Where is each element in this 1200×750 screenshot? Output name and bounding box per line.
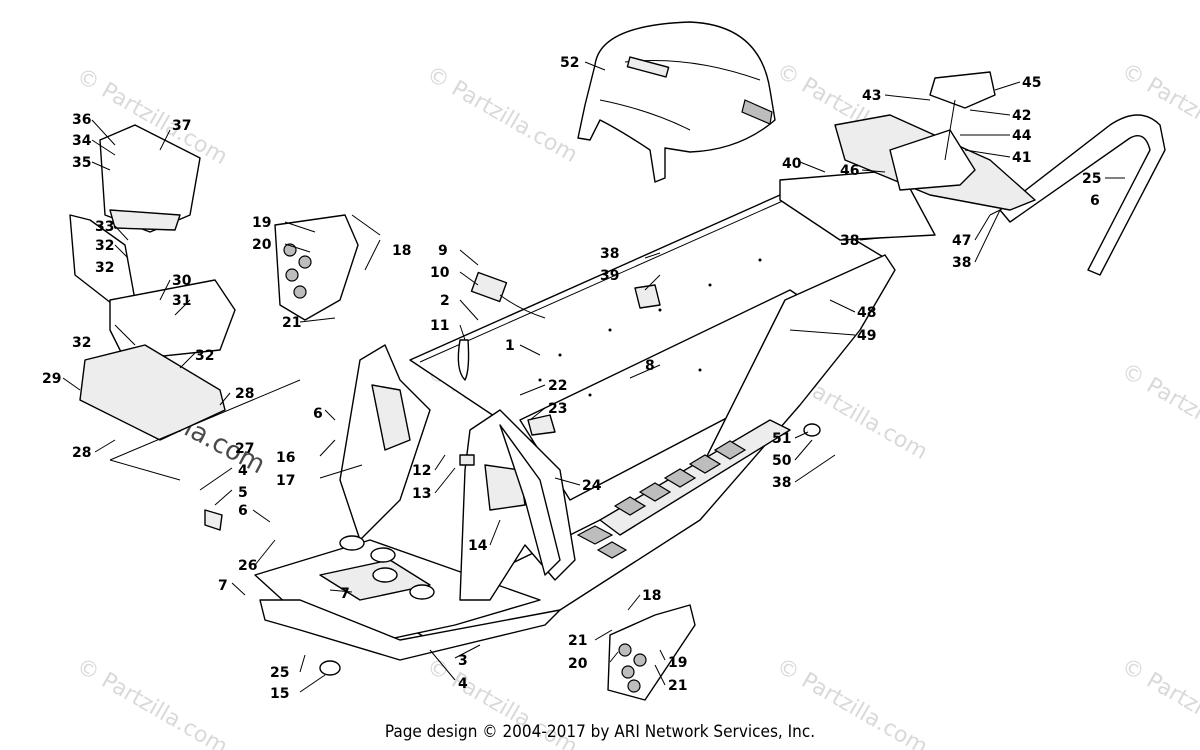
callout-49: 49 <box>857 328 876 344</box>
callout-42: 42 <box>1012 108 1031 124</box>
callout-40: 40 <box>782 156 802 172</box>
callout-51: 51 <box>772 431 791 447</box>
callout-11: 11 <box>430 318 449 334</box>
wire-harness-part-10 <box>470 271 546 319</box>
callout-46: 46 <box>840 163 859 179</box>
callout-1: 1 <box>505 338 515 354</box>
callout-32: 32 <box>195 348 214 364</box>
callout-50: 50 <box>772 453 792 469</box>
callout-21: 21 <box>668 678 687 694</box>
seat-back-part-52 <box>577 21 776 183</box>
chassis-tunnel-part-1 <box>254 194 896 661</box>
callout-29: 29 <box>42 371 61 387</box>
callout-47: 47 <box>952 233 971 249</box>
callout-32: 32 <box>95 260 114 276</box>
callout-12: 12 <box>412 463 431 479</box>
callout-4: 4 <box>238 463 248 479</box>
watermark: © Partzilla.com <box>1117 359 1200 466</box>
callout-28: 28 <box>72 445 91 461</box>
callout-36: 36 <box>72 112 91 128</box>
rivets <box>538 258 762 397</box>
callout-25: 25 <box>270 665 289 681</box>
callout-6: 6 <box>238 503 248 519</box>
callout-labels: 52 45 43 42 44 41 40 46 25 6 38 47 38 38… <box>42 55 1101 702</box>
callout-4: 4 <box>458 676 468 692</box>
callout-45: 45 <box>1022 75 1041 91</box>
callout-20: 20 <box>568 656 588 672</box>
callout-20: 20 <box>252 237 272 253</box>
callout-24: 24 <box>582 478 602 494</box>
callout-7: 7 <box>218 578 228 594</box>
callout-33: 33 <box>95 219 114 235</box>
side-vent-panel-lower <box>607 604 696 701</box>
callout-38: 38 <box>772 475 791 491</box>
callout-6: 6 <box>1090 193 1100 209</box>
side-panel-vents <box>576 440 747 559</box>
side-vent-panel-upper <box>274 214 359 321</box>
callout-41: 41 <box>1012 150 1031 166</box>
callout-10: 10 <box>430 265 450 281</box>
callout-38: 38 <box>952 255 971 271</box>
callout-28: 28 <box>235 386 254 402</box>
callout-31: 31 <box>172 293 191 309</box>
callout-14: 14 <box>468 538 488 554</box>
leader-lines <box>62 61 1125 693</box>
callout-37: 37 <box>172 118 191 134</box>
callout-8: 8 <box>645 358 655 374</box>
callout-48: 48 <box>857 305 876 321</box>
callout-39: 39 <box>600 268 619 284</box>
callout-21: 21 <box>282 315 301 331</box>
callout-25: 25 <box>1082 171 1101 187</box>
callout-13: 13 <box>412 486 431 502</box>
callout-2: 2 <box>440 293 450 309</box>
callout-44: 44 <box>1012 128 1032 144</box>
callout-6: 6 <box>313 406 323 422</box>
front-left-covers <box>69 124 301 481</box>
callout-43: 43 <box>862 88 881 104</box>
callout-34: 34 <box>72 133 92 149</box>
callout-16: 16 <box>276 450 295 466</box>
callout-17: 17 <box>276 473 295 489</box>
callout-21: 21 <box>568 633 587 649</box>
rear-flap-assembly <box>779 71 1036 241</box>
callout-52: 52 <box>560 55 579 71</box>
callout-22: 22 <box>548 378 567 394</box>
rear-grab-bar-part-47 <box>989 114 1166 276</box>
callout-3: 3 <box>458 653 468 669</box>
small-hardware <box>204 284 821 676</box>
watermark: © Partzilla.com <box>422 62 582 169</box>
callout-19: 19 <box>668 655 687 671</box>
callout-9: 9 <box>438 243 448 259</box>
callout-35: 35 <box>72 155 91 171</box>
callout-18: 18 <box>392 243 411 259</box>
callout-18: 18 <box>642 588 661 604</box>
callout-27: 27 <box>235 441 254 457</box>
callout-7: 7 <box>340 586 350 602</box>
callout-32: 32 <box>95 238 114 254</box>
copyright-footer: Page design © 2004-2017 by ARI Network S… <box>384 722 816 742</box>
callout-23: 23 <box>548 401 567 417</box>
callout-15: 15 <box>270 686 289 702</box>
callout-5: 5 <box>238 485 248 501</box>
callout-26: 26 <box>238 558 257 574</box>
callout-32: 32 <box>72 335 91 351</box>
callout-19: 19 <box>252 215 271 231</box>
callout-38: 38 <box>840 233 859 249</box>
callout-30: 30 <box>172 273 192 289</box>
callout-38: 38 <box>600 246 619 262</box>
